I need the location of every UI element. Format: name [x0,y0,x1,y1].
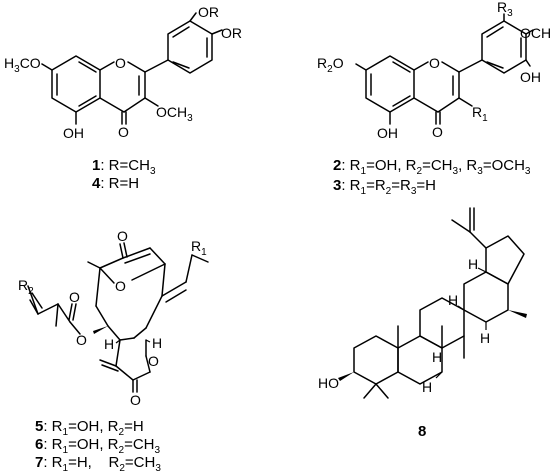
label-h-5b: H [152,335,162,351]
label-r2-5: R2 [18,277,34,297]
caption-compound-3: 3: R1=R2=R3=H [333,177,436,197]
caption-compound-8: 8 [418,423,426,440]
label-o-ketone: O [117,228,128,244]
label-ring-o-2: O [429,55,440,71]
label-r1: R1 [472,104,488,124]
caption-compound-4: 4: R=H [92,175,139,192]
structure-compound-1-4: OR OR H3CO O OCH3 OH O 1: R=CH3 4: R=H [4,4,242,192]
label-h-8d: H [432,349,442,365]
label-r3: R3 [497,0,513,19]
label-or-right: OR [221,25,242,41]
label-h-8b: H [448,292,458,308]
label-h-8e: H [422,379,432,395]
caption-compound-2: 2: R1=OH, R2=CH3, R3=OCH3 [333,157,531,177]
label-oh-2: OH [377,125,398,141]
label-ring-o: O [115,55,126,71]
caption-compound-5: 5: R1=OH, R2=H [35,418,144,438]
caption-compound-7: 7: R1=H, R2=CH3 [35,454,161,474]
label-carbonyl-o-2: O [432,124,443,140]
label-o-lactone-co: O [130,392,141,408]
label-h-8a: H [468,256,478,272]
label-h-8c: H [480,330,490,346]
label-o-bridge: O [115,278,126,294]
label-oh: OH [63,125,84,141]
label-o-ester-co: O [69,289,80,305]
label-o-lactone: O [148,353,159,369]
structure-compound-2-3: R3 OCH3 OH R2O O R1 OH O 2: R1=OH, R2=CH… [317,0,550,197]
label-och3: OCH3 [156,104,193,124]
label-oh-right: OH [520,69,541,85]
label-r2o: R2O [317,55,344,75]
caption-compound-1: 1: R=CH3 [92,157,156,177]
label-carbonyl-o: O [118,124,129,140]
structure-compound-8: HO H H H H H 8 [318,207,527,440]
caption-compound-6: 6: R1=OH, R2=CH3 [35,436,161,456]
label-h3co: H3CO [4,55,41,75]
label-r1-5: R1 [191,238,207,258]
label-och3-b: OCH3 [520,25,550,45]
label-h-5a: H [104,336,114,352]
structure-compound-5-7: R1 R2 O O O O O O H H 5: R1=OH, R2=H 6: … [18,228,209,474]
label-ho: HO [318,375,339,391]
label-o-ester: O [76,332,87,348]
label-or-top: OR [198,4,219,20]
